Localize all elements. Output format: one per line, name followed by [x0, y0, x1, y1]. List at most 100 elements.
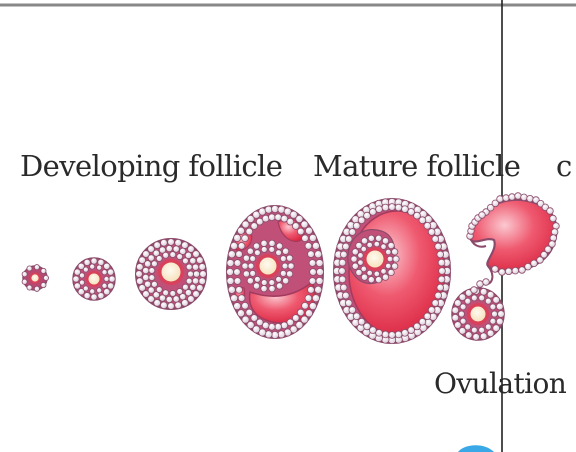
granulosa-cell — [151, 281, 157, 287]
granulosa-cell — [236, 286, 243, 293]
granulosa-cell — [388, 269, 394, 275]
granulosa-cell — [261, 246, 267, 252]
granulosa-cell — [247, 248, 253, 254]
granulosa-cell — [305, 227, 312, 234]
granulosa-cell — [537, 257, 544, 264]
granulosa-cell — [83, 286, 88, 291]
granulosa-cell — [177, 288, 183, 294]
granulosa-cell — [310, 269, 317, 276]
granulosa-cell — [368, 276, 374, 282]
granulosa-cell — [109, 276, 115, 282]
granulosa-cell — [358, 217, 365, 224]
granulosa-cell — [361, 238, 367, 244]
granulosa-cell — [437, 284, 444, 291]
granulosa-cell — [98, 292, 104, 298]
granulosa-cell — [188, 271, 194, 277]
granulosa-cell — [479, 295, 485, 301]
granulosa-cell — [234, 234, 241, 241]
granulosa-cell — [387, 256, 393, 262]
granulosa-cell — [104, 263, 110, 269]
granulosa-cell — [424, 313, 431, 320]
granulosa-cell — [414, 212, 421, 219]
granulosa-cell — [282, 248, 288, 254]
granulosa-cell — [392, 263, 398, 269]
released-oocyte — [452, 279, 504, 341]
granulosa-cell — [238, 295, 245, 302]
granulosa-cell — [465, 332, 472, 339]
granulosa-cell — [90, 264, 95, 269]
granulosa-cell — [227, 277, 234, 284]
granulosa-cell — [452, 314, 459, 321]
granulosa-cell — [84, 292, 90, 298]
granulosa-cell — [154, 299, 161, 306]
granulosa-cell — [193, 251, 200, 258]
granulosa-cell — [182, 258, 188, 264]
granulosa-cell — [90, 289, 95, 294]
granulosa-cell — [505, 268, 512, 275]
granulosa-cell — [280, 256, 286, 262]
granulosa-cell — [242, 263, 248, 269]
granulosa-cell — [269, 246, 275, 252]
granulosa-cell — [149, 275, 155, 281]
granulosa-cell — [242, 235, 249, 242]
granulosa-cell — [181, 299, 188, 306]
granulosa-cell — [367, 270, 373, 276]
granulosa-cell — [83, 267, 88, 272]
granulosa-cell — [196, 284, 203, 291]
granulosa-cell — [465, 298, 471, 304]
granulosa-cell — [22, 272, 27, 277]
granulosa-cell — [250, 256, 256, 262]
granulosa-cell — [460, 318, 466, 324]
granulosa-cell — [253, 283, 259, 289]
granulosa-cell — [148, 287, 154, 293]
granulosa-cell — [477, 281, 484, 288]
follicle-stage-4 — [226, 205, 323, 338]
granulosa-cell — [250, 270, 256, 276]
granulosa-cell — [428, 229, 435, 236]
granulosa-cell — [242, 302, 249, 309]
granulosa-cell — [375, 235, 381, 241]
granulosa-cell — [460, 304, 466, 310]
granulosa-cell — [487, 291, 494, 298]
granulosa-cell — [276, 283, 282, 289]
granulosa-cell — [286, 255, 292, 261]
granulosa-cell — [393, 256, 399, 262]
granulosa-cell — [193, 291, 200, 298]
granulosa-cell — [419, 318, 426, 325]
granulosa-cell — [177, 254, 183, 260]
granulosa-cell — [173, 296, 179, 302]
granulosa-cell — [471, 327, 477, 333]
granulosa-cell — [493, 296, 500, 303]
granulosa-cell — [367, 242, 373, 248]
granulosa-cell — [282, 263, 288, 269]
granulosa-cell — [309, 234, 316, 241]
granulosa-cell — [316, 268, 323, 275]
granulosa-cell — [490, 318, 496, 324]
granulosa-cell — [276, 250, 282, 256]
granulosa-cell — [168, 303, 175, 310]
granulosa-cell — [550, 215, 557, 222]
granulosa-cell — [196, 257, 203, 264]
granulosa-cell — [492, 311, 498, 317]
granulosa-cell — [369, 208, 376, 215]
granulosa-cell — [288, 263, 294, 269]
granulosa-cell — [432, 236, 439, 243]
granulosa-cell — [282, 278, 288, 284]
granulosa-cell — [136, 263, 143, 270]
granulosa-cell — [43, 275, 48, 280]
granulosa-cell — [316, 259, 323, 266]
granulosa-cell — [41, 268, 46, 273]
granulosa-cell — [275, 323, 282, 330]
granulosa-cell — [275, 214, 282, 221]
granulosa-cell — [199, 278, 206, 285]
granulosa-cell — [428, 307, 435, 314]
ruptured-follicle — [467, 193, 560, 285]
granulosa-cell — [227, 259, 234, 266]
granulosa-cell — [352, 249, 358, 255]
granulosa-cell — [262, 215, 269, 222]
granulosa-cell — [527, 195, 534, 202]
granulosa-cell — [226, 268, 233, 275]
granulosa-cell — [349, 229, 356, 236]
granulosa-cell — [302, 235, 309, 242]
granulosa-cell — [228, 286, 235, 293]
